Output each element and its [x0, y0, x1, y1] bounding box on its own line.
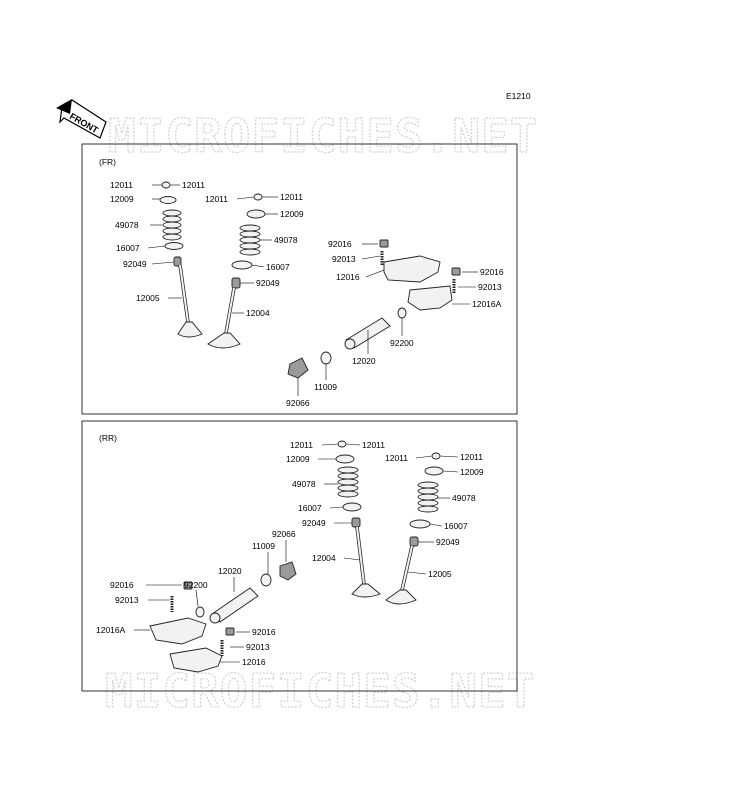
label-fr-92013-b: 92013	[478, 282, 502, 292]
label-rr-12016: 12016	[242, 657, 266, 667]
label-rr-12009-a: 12009	[286, 454, 310, 464]
label-rr-49078-a: 49078	[292, 479, 316, 489]
label-rr-12011-d: 12011	[460, 452, 483, 462]
label-rr-92200: 92200	[184, 580, 208, 590]
label-fr-12004: 12004	[246, 308, 270, 318]
front-arrow-icon: FRONT	[56, 99, 107, 139]
rr-section-title: (RR)	[99, 433, 117, 443]
label-rr-92013-a: 92013	[115, 595, 139, 605]
rr-rocker-assembly	[149, 561, 297, 673]
label-fr-12011-c: 12011	[205, 194, 228, 204]
label-rr-12005: 12005	[428, 569, 452, 579]
label-fr-12009-a: 12009	[110, 194, 134, 204]
label-rr-92016-a: 92016	[110, 580, 134, 590]
label-fr-12011-d: 12011	[280, 192, 303, 202]
watermark-top: MICROFICHES.NET	[108, 109, 538, 163]
label-rr-92066: 92066	[272, 529, 296, 539]
label-fr-92013-a: 92013	[332, 254, 356, 264]
fr-section-title: (FR)	[99, 157, 116, 167]
label-rr-11009: 11009	[252, 541, 275, 551]
label-rr-49078-b: 49078	[452, 493, 476, 503]
rr-leader-lines	[134, 443, 459, 663]
label-fr-16007-a: 16007	[116, 243, 140, 253]
label-rr-16007-b: 16007	[444, 521, 468, 531]
label-fr-92049-a: 92049	[123, 259, 147, 269]
rr-middle-valve-assembly	[335, 440, 381, 598]
label-fr-11009: 11009	[314, 382, 337, 392]
fr-middle-valve-assembly	[207, 193, 266, 349]
label-rr-92049-a: 92049	[302, 518, 326, 528]
label-rr-12011-c: 12011	[385, 453, 408, 463]
label-fr-12016: 12016	[336, 272, 360, 282]
label-fr-92016-b: 92016	[480, 267, 504, 277]
label-fr-49078-b: 49078	[274, 235, 298, 245]
label-rr-12004: 12004	[312, 553, 336, 563]
label-fr-92066: 92066	[286, 398, 310, 408]
label-fr-92016-a: 92016	[328, 239, 352, 249]
label-rr-16007-a: 16007	[298, 503, 322, 513]
label-rr-92049-b: 92049	[436, 537, 460, 547]
label-fr-92049-b: 92049	[256, 278, 280, 288]
label-rr-12011-a: 12011	[290, 440, 313, 450]
fr-left-valve-assembly	[159, 181, 203, 338]
label-fr-12011-b: 12011	[182, 180, 205, 190]
diagram-code: E1210	[506, 91, 531, 101]
label-fr-12005: 12005	[136, 293, 160, 303]
label-fr-12016a: 12016A	[472, 299, 502, 309]
label-fr-12011-a: 12011	[110, 180, 133, 190]
label-rr-12020: 12020	[218, 566, 242, 576]
label-rr-12011-b: 12011	[362, 440, 385, 450]
label-rr-92013-b: 92013	[246, 642, 270, 652]
fr-leader-lines	[147, 184, 478, 396]
rr-right-valve-assembly	[385, 452, 444, 605]
label-fr-16007-b: 16007	[266, 262, 290, 272]
rr-section-frame	[81, 420, 518, 692]
fr-section-frame	[81, 143, 518, 415]
label-rr-12016a: 12016A	[96, 625, 126, 635]
label-fr-92200: 92200	[390, 338, 414, 348]
label-rr-92016-b: 92016	[252, 627, 276, 637]
label-fr-12009-b: 12009	[280, 209, 304, 219]
label-fr-49078-a: 49078	[115, 220, 139, 230]
label-fr-12020: 12020	[352, 356, 376, 366]
label-rr-12009-b: 12009	[460, 467, 484, 477]
